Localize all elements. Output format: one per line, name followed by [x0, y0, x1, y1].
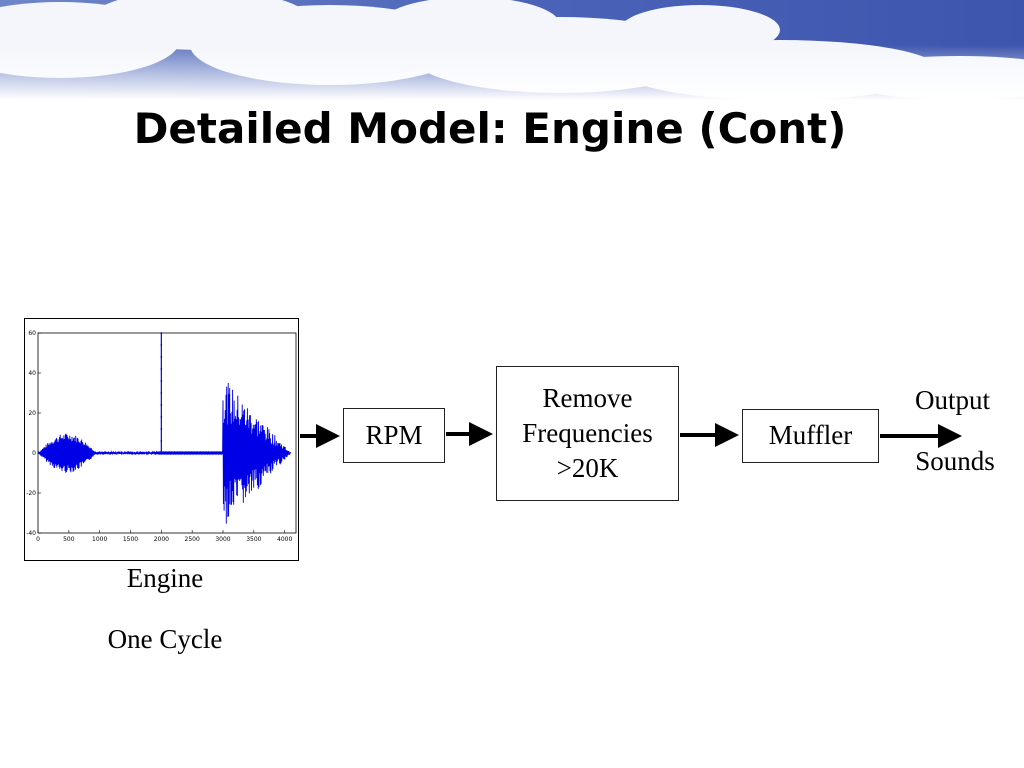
muffler-block: Muffler — [742, 409, 879, 463]
rpm-label: RPM — [365, 419, 423, 450]
remove-line-2: Frequencies — [522, 417, 653, 448]
engine-label: Engine — [126, 563, 204, 593]
spike-point — [160, 428, 163, 430]
y-tick-label: 60 — [28, 330, 36, 337]
spike-point — [160, 416, 163, 418]
x-tick-label: 2500 — [185, 536, 200, 543]
x-tick-label: 500 — [63, 536, 75, 543]
spike-point — [160, 332, 163, 334]
x-tick-label: 3000 — [215, 536, 230, 543]
y-tick-label: 40 — [28, 370, 36, 377]
spike-point — [160, 392, 163, 394]
x-tick-label: 0 — [36, 536, 40, 543]
remove-line-3: >20K — [556, 453, 619, 484]
x-tick-label: 1500 — [123, 536, 138, 543]
spike-point — [160, 404, 163, 406]
x-tick-label: 2000 — [154, 536, 169, 543]
spike-point — [160, 368, 163, 370]
x-tick-label: 4000 — [277, 536, 292, 543]
spike-point — [160, 452, 163, 454]
y-tick-label: 0 — [32, 450, 36, 457]
y-tick-label: -20 — [26, 490, 36, 497]
spike-point — [160, 356, 163, 358]
x-tick-label: 3500 — [246, 536, 261, 543]
spike-point — [160, 380, 163, 382]
sky-banner — [0, 0, 1024, 100]
spike-point — [160, 344, 163, 346]
remove-frequencies-block: Remove Frequencies >20K — [496, 366, 679, 501]
sounds-label: Sounds — [915, 446, 995, 476]
muffler-label: Muffler — [768, 420, 853, 451]
output-label: Output — [914, 385, 990, 415]
y-tick-label: 20 — [28, 410, 36, 417]
one-cycle-label: One Cycle — [107, 624, 223, 654]
y-tick-label: -40 — [26, 530, 36, 537]
rpm-block: RPM — [343, 408, 445, 463]
remove-line-1: Remove — [542, 382, 633, 413]
spike-point — [160, 440, 163, 442]
slide-title: Detailed Model: Engine (Cont) — [133, 104, 847, 153]
x-tick-label: 1000 — [92, 536, 107, 543]
